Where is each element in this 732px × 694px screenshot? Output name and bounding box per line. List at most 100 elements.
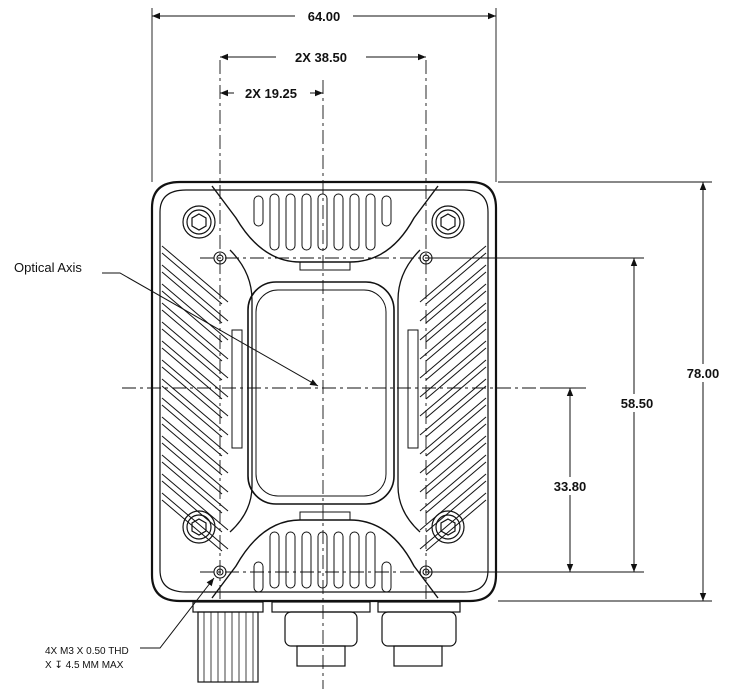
left-slot: [231, 329, 243, 449]
top-fin: [349, 193, 360, 251]
extension-lines: [151, 8, 712, 602]
right-fin-edge: [425, 347, 487, 400]
bottom-fin: [317, 531, 328, 589]
right-fin: [419, 397, 487, 455]
right-fin: [419, 416, 487, 474]
top-tab: [299, 261, 351, 271]
right-fin-edge: [425, 366, 487, 419]
bottom-fin: [349, 531, 360, 589]
dim-overall-height: 78.00: [687, 366, 720, 381]
left-fin: [161, 283, 229, 341]
right-fin-edge: [425, 442, 487, 495]
connector-left-body: [192, 601, 264, 613]
right-fin: [419, 473, 487, 531]
thread-note-leader: [140, 577, 215, 649]
right-fin-edge: [425, 461, 487, 514]
screw-top-left: [182, 205, 216, 239]
top-fin: [381, 195, 392, 227]
left-fin: [161, 245, 229, 303]
left-fin-edge: [161, 366, 223, 419]
top-fin: [285, 193, 296, 251]
bottom-tab: [299, 511, 351, 521]
right-fin: [419, 264, 487, 322]
connector-right-plug: [393, 645, 443, 667]
connector-middle-plug: [296, 645, 346, 667]
dim-overall-width: 64.00: [308, 9, 341, 24]
screw-bottom-left: [182, 510, 216, 544]
thread-note-line2: X ↧ 4.5 MM MAX: [45, 660, 124, 671]
right-fin: [419, 435, 487, 493]
left-fin: [161, 321, 229, 379]
housing-inner-outline: [159, 189, 489, 593]
dimension-labels: 64.00 2X 38.50 2X 19.25 78.00 58.50 33.8…: [234, 7, 726, 495]
left-cooling-fins: [161, 245, 229, 552]
left-fin-edge: [161, 461, 223, 514]
left-fin-edge: [161, 252, 223, 305]
connector-middle-body: [271, 601, 371, 613]
callout-labels: Optical Axis 4X M3 X 0.50 THD X ↧ 4.5 MM…: [14, 260, 129, 671]
right-fin: [419, 454, 487, 512]
left-fin-edge: [161, 385, 223, 438]
left-fin-edge: [161, 404, 223, 457]
dim-hole-spacing-y: 58.50: [621, 396, 654, 411]
center-window-outer: [247, 281, 395, 505]
bottom-fin: [285, 531, 296, 589]
right-fin: [419, 302, 487, 360]
right-fin-edge: [425, 480, 487, 533]
left-fin-edge: [161, 347, 223, 400]
right-fin: [419, 283, 487, 341]
right-fin-edge: [425, 404, 487, 457]
left-fin-edge: [161, 480, 223, 533]
right-side-recess: [397, 249, 421, 533]
dim-axis-height: 33.80: [554, 479, 587, 494]
right-fin: [419, 492, 487, 550]
right-fin: [419, 245, 487, 303]
corner-screws: [182, 205, 465, 544]
dim-half-spacing-x: 2X 19.25: [245, 86, 297, 101]
bottom-fin: [253, 561, 264, 593]
connector-middle: [284, 611, 358, 647]
top-fin: [253, 195, 264, 227]
center-lines: [122, 60, 590, 689]
center-window-inner: [255, 289, 387, 497]
left-fin: [161, 397, 229, 455]
screw-bottom-right: [431, 510, 465, 544]
left-fin-edge: [161, 423, 223, 476]
top-cooling-fins: [253, 193, 392, 251]
top-fin-block: [211, 185, 439, 263]
right-fin-edge: [425, 309, 487, 362]
left-fin: [161, 302, 229, 360]
bottom-cooling-fins: [253, 531, 392, 593]
right-slot: [407, 329, 419, 449]
left-fin-edge: [161, 328, 223, 381]
screw-top-right: [431, 205, 465, 239]
top-fin: [301, 193, 312, 251]
left-fin: [161, 473, 229, 531]
right-fin-edge: [425, 385, 487, 438]
bottom-connectors: [192, 601, 461, 683]
left-side-recess: [229, 249, 253, 533]
bottom-fin: [365, 531, 376, 589]
right-fin-edge: [425, 271, 487, 324]
bottom-fin: [301, 531, 312, 589]
right-fin-edge: [425, 423, 487, 476]
dimension-lines: [152, 12, 707, 601]
housing-outline: [150, 180, 498, 603]
camera-body: [150, 180, 498, 603]
connector-right: [381, 611, 457, 647]
left-fin: [161, 359, 229, 417]
dim-hole-spacing-x: 2X 38.50: [295, 50, 347, 65]
bottom-fin-block: [211, 519, 439, 599]
left-fin-edge: [161, 309, 223, 362]
bottom-fin: [381, 561, 392, 593]
right-fin-edge: [425, 328, 487, 381]
top-fin: [269, 193, 280, 251]
left-fin: [161, 454, 229, 512]
left-fin-edge: [161, 290, 223, 343]
connector-left-ribs: [203, 612, 254, 682]
right-fin-edge: [425, 290, 487, 343]
left-fin-edge: [161, 271, 223, 324]
left-fin: [161, 435, 229, 493]
